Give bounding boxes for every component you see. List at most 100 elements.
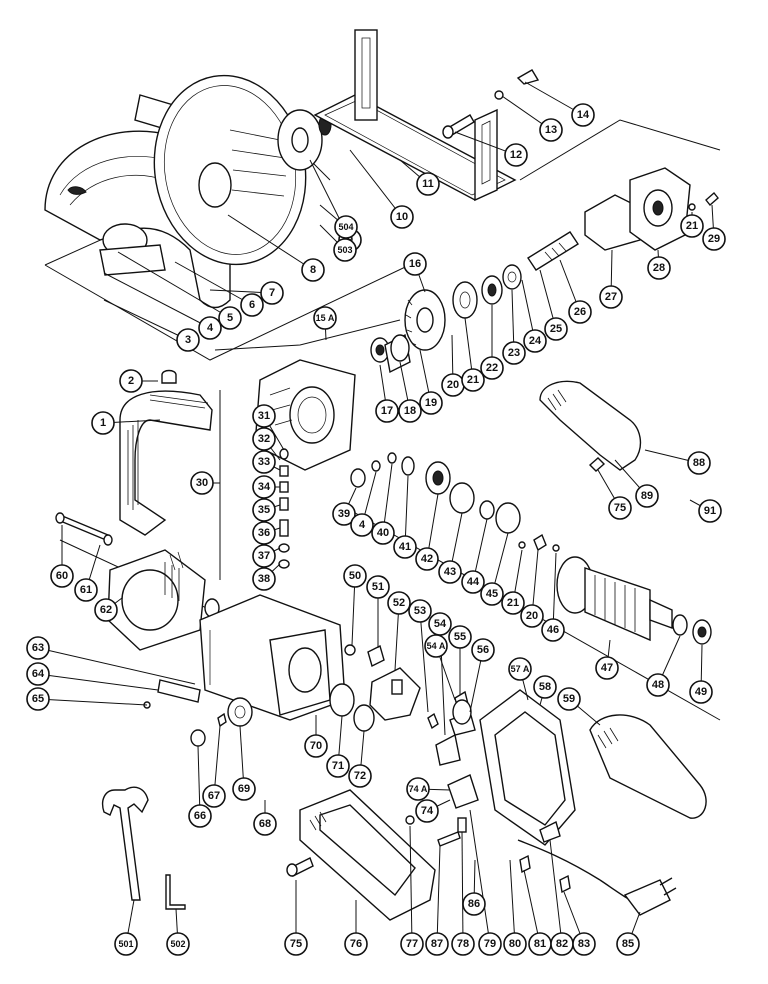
callout-circle [424, 634, 448, 658]
callout-circle [188, 804, 212, 828]
callout-circle [595, 656, 619, 680]
callout-p62: 62 [94, 598, 118, 622]
callout-circle [252, 475, 276, 499]
armature-47 [556, 556, 712, 645]
callout-p59: 59 [557, 687, 581, 711]
callout-label: 1 [100, 417, 106, 429]
callout-p61: 61 [74, 578, 98, 602]
callout-circle [252, 427, 276, 451]
callout-circle [504, 143, 528, 167]
callout-label: 34 [258, 481, 271, 493]
callout-p504: 504 [334, 215, 358, 239]
callout-p57a: 57 A [508, 657, 532, 681]
callout-p33: 33 [252, 450, 276, 474]
callout-circle [334, 215, 358, 239]
hex-key-502 [165, 874, 186, 910]
callout-p75b: 75 [284, 932, 308, 956]
callout-p74a: 74 A [406, 777, 430, 801]
callout-label: 56 [477, 644, 489, 656]
callout-p14: 14 [571, 103, 595, 127]
callout-label: 31 [258, 410, 270, 422]
callout-p35: 35 [252, 498, 276, 522]
callout-circle [478, 932, 502, 956]
callout-circle [544, 317, 568, 341]
callout-leader-p46 [552, 552, 557, 631]
callout-p31: 31 [252, 404, 276, 428]
vise-base [313, 29, 517, 202]
callout-circle [252, 521, 276, 545]
callout-leader-p65 [37, 698, 148, 706]
callout-label: 54 A [427, 641, 446, 651]
callout-p8: 8 [301, 258, 325, 282]
callout-label: 62 [100, 604, 112, 616]
callout-circle [480, 356, 504, 380]
callout-label: 35 [258, 504, 270, 516]
callout-circle [541, 618, 565, 642]
bearings-17-18 [370, 333, 411, 374]
callout-circle [406, 777, 430, 801]
callout-circle [387, 591, 411, 615]
callout-label: 61 [80, 584, 92, 596]
callout-label: 64 [32, 668, 45, 680]
callout-label: 504 [338, 222, 353, 232]
callout-p47: 47 [595, 656, 619, 680]
callout-leader-p6 [174, 261, 253, 306]
callout-circle [462, 892, 486, 916]
callout-label: 75 [614, 502, 626, 514]
callout-label: 15 A [316, 313, 335, 323]
callout-circle [218, 306, 242, 330]
callout-label: 51 [372, 581, 384, 593]
callout-label: 20 [526, 610, 538, 622]
callout-label: 21 [686, 220, 698, 232]
callout-p34: 34 [252, 475, 276, 499]
callout-label: 13 [545, 124, 557, 136]
callout-p78: 78 [451, 932, 475, 956]
callout-p24: 24 [523, 329, 547, 353]
flange-washer [277, 109, 332, 171]
callout-circle [366, 575, 390, 599]
callout-p81: 81 [528, 932, 552, 956]
callout-label: 42 [421, 553, 433, 565]
callout-circle [232, 777, 256, 801]
callout-p83: 83 [572, 932, 596, 956]
callout-circle [260, 281, 284, 305]
callout-p70: 70 [304, 734, 328, 758]
callout-label: 77 [406, 938, 418, 950]
washer-stack [278, 448, 290, 569]
callout-p5: 5 [218, 306, 242, 330]
handle-half-58 [479, 689, 576, 846]
callout-p82: 82 [550, 932, 574, 956]
spindle-26 [527, 231, 579, 271]
callout-p49: 49 [689, 680, 713, 704]
callout-p63: 63 [26, 636, 50, 660]
callout-label: 33 [258, 456, 270, 468]
callout-circle [198, 316, 222, 340]
callout-circle [94, 598, 118, 622]
callout-leader-p63 [37, 647, 196, 685]
callout-p21b: 21 [680, 214, 704, 238]
callout-circle [114, 932, 138, 956]
callout-label: 22 [486, 362, 498, 374]
callout-label: 26 [574, 306, 586, 318]
callout-p29: 29 [702, 227, 726, 251]
callout-circle [503, 932, 527, 956]
callout-circle [26, 662, 50, 686]
callout-p68: 68 [253, 812, 277, 836]
callout-label: 36 [258, 527, 270, 539]
callout-p43: 43 [438, 560, 462, 584]
callout-label: 46 [547, 624, 559, 636]
spanner-501 [101, 786, 149, 901]
callout-p66: 66 [188, 804, 212, 828]
callout-p12: 12 [504, 143, 528, 167]
callout-label: 52 [393, 597, 405, 609]
callout-p64: 64 [26, 662, 50, 686]
callout-label: 29 [708, 233, 720, 245]
callout-circle [647, 256, 671, 280]
callout-p30: 30 [190, 471, 214, 495]
callout-label: 6 [249, 299, 255, 311]
callout-label: 55 [454, 631, 466, 643]
callout-label: 53 [414, 605, 426, 617]
callout-circle [415, 799, 439, 823]
pinion-parts [350, 452, 560, 552]
callout-label: 11 [422, 178, 434, 190]
